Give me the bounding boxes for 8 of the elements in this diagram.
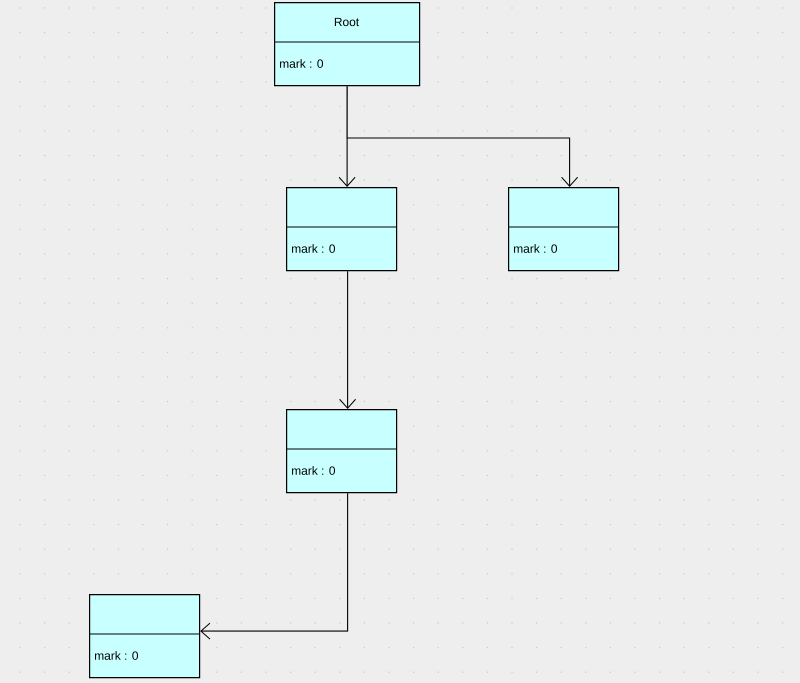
- class-box: mark : 0: [88, 594, 200, 678]
- class-box: Root mark : 0: [274, 2, 420, 86]
- class-box: mark : 0: [508, 187, 620, 272]
- arrow: [339, 271, 356, 409]
- class-box: mark : 0: [286, 187, 398, 272]
- class-box: mark : 0: [286, 409, 398, 494]
- arrow: [346, 86, 578, 187]
- arrow: [200, 493, 348, 640]
